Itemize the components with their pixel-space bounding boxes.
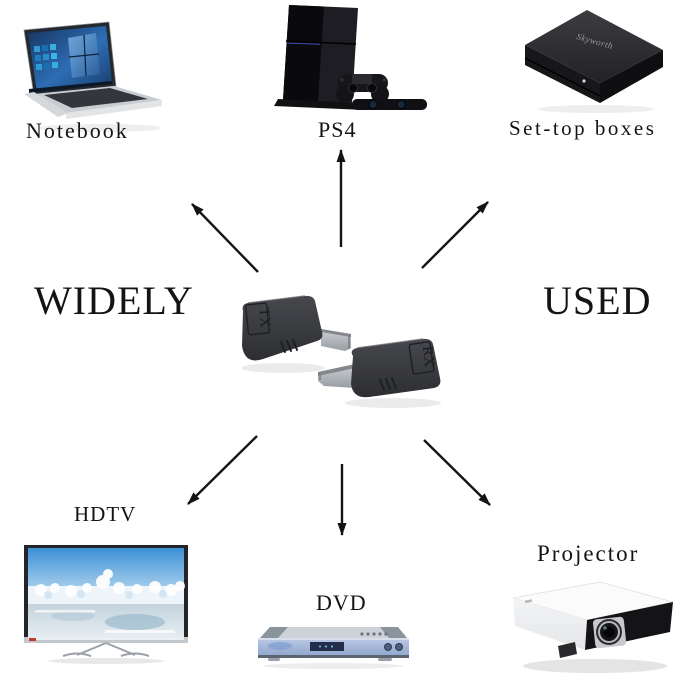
- notebook-taskbar: [29, 81, 112, 93]
- hdtv-logo: [29, 638, 36, 641]
- settop-side-face: [600, 50, 663, 103]
- used-text: USED: [543, 278, 652, 323]
- dvd-top: [260, 627, 407, 638]
- hdtv-screen: [28, 548, 185, 640]
- settop-top-face: [525, 10, 663, 83]
- hdmi-extender-rx: RX: [351, 338, 441, 398]
- rx-label-text: RX: [419, 345, 437, 368]
- arrow-to-notebook: [191, 203, 259, 273]
- arrow-to-projector: [423, 439, 491, 506]
- projector-label: Projector: [537, 541, 640, 566]
- dvd-buttons: [360, 632, 388, 636]
- rx-hdmi-plug: [318, 364, 355, 388]
- dvd-player-image: [258, 627, 409, 669]
- settop-label: Set-top boxes: [509, 116, 657, 140]
- tx-hdmi-plug: [321, 329, 351, 351]
- hdtv-image: [24, 545, 188, 664]
- settop-front-face: [525, 45, 600, 103]
- projector-logo: [524, 599, 533, 603]
- ps4-stand: [274, 99, 364, 110]
- ps4-label: PS4: [318, 117, 357, 142]
- hdmi-extender-image: TX RX: [241, 295, 441, 408]
- projector-front: [513, 598, 587, 650]
- notebook-label: Notebook: [26, 118, 129, 143]
- settop-led: [582, 79, 586, 83]
- dvd-label: DVD: [316, 590, 367, 615]
- widely-text: WIDELY: [34, 278, 194, 323]
- notebook-image: [23, 21, 162, 132]
- arrow-to-settop: [421, 201, 489, 269]
- tx-label-text: TX: [255, 307, 272, 328]
- ps4-controller: [336, 74, 389, 103]
- notebook-keyboard: [44, 88, 148, 108]
- notebook-front-edge: [66, 100, 162, 119]
- hdtv-stand: [62, 642, 150, 657]
- ps4-image: [274, 5, 427, 110]
- hdmi-extender-tx: TX: [242, 295, 323, 361]
- projector-lens: [596, 619, 622, 645]
- projector-foot: [558, 642, 577, 658]
- arrow-to-hdtv: [187, 435, 258, 505]
- ps4-camera: [352, 99, 427, 110]
- notebook-start-tiles: [34, 44, 58, 70]
- projector-image: [512, 581, 674, 673]
- hdtv-label: HDTV: [74, 502, 137, 526]
- settop-box-image: Skyworth: [524, 10, 663, 113]
